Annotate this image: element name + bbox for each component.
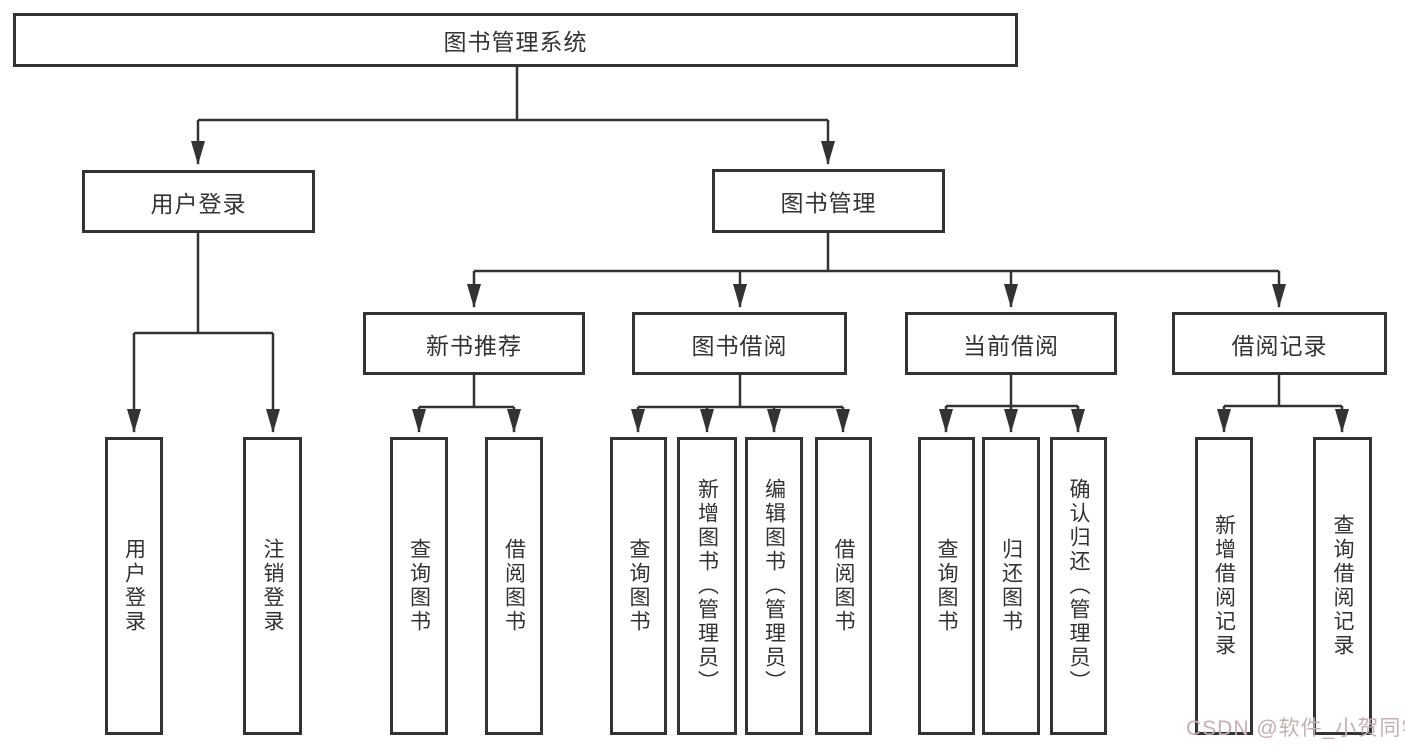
leaf-borrow-books-1: 借阅图书: [485, 437, 543, 735]
node-current-borrowing: 当前借阅: [905, 312, 1117, 375]
leaf-edit-book-admin: 编辑图书（管理员）: [745, 437, 803, 735]
node-book-borrowing: 图书借阅: [632, 312, 847, 375]
csdn-watermark: CSDN @软件_小贺同学: [1186, 717, 1405, 740]
leaf-query-books-1: 查询图书: [390, 437, 448, 735]
node-user-login: 用户登录: [82, 170, 315, 233]
leaf-query-borrow-record: 查询借阅记录: [1313, 437, 1372, 735]
node-borrowing-records: 借阅记录: [1172, 312, 1387, 375]
leaf-query-books-3: 查询图书: [918, 437, 975, 735]
leaf-borrow-books-2: 借阅图书: [815, 437, 872, 735]
node-library-system: 图书管理系统: [13, 13, 1018, 67]
node-book-management: 图书管理: [712, 169, 945, 233]
leaf-add-borrow-record: 新增借阅记录: [1195, 437, 1253, 735]
connector-trunks: [134, 67, 1342, 409]
leaf-add-book-admin: 新增图书（管理员）: [677, 437, 737, 735]
leaf-user-login: 用户登录: [105, 437, 163, 735]
leaf-logout: 注销登录: [243, 437, 302, 735]
leaf-query-books-2: 查询图书: [610, 437, 667, 735]
leaf-return-books: 归还图书: [982, 437, 1040, 735]
node-new-book-recommend: 新书推荐: [363, 312, 585, 375]
leaf-confirm-return-admin: 确认归还（管理员）: [1050, 437, 1107, 735]
